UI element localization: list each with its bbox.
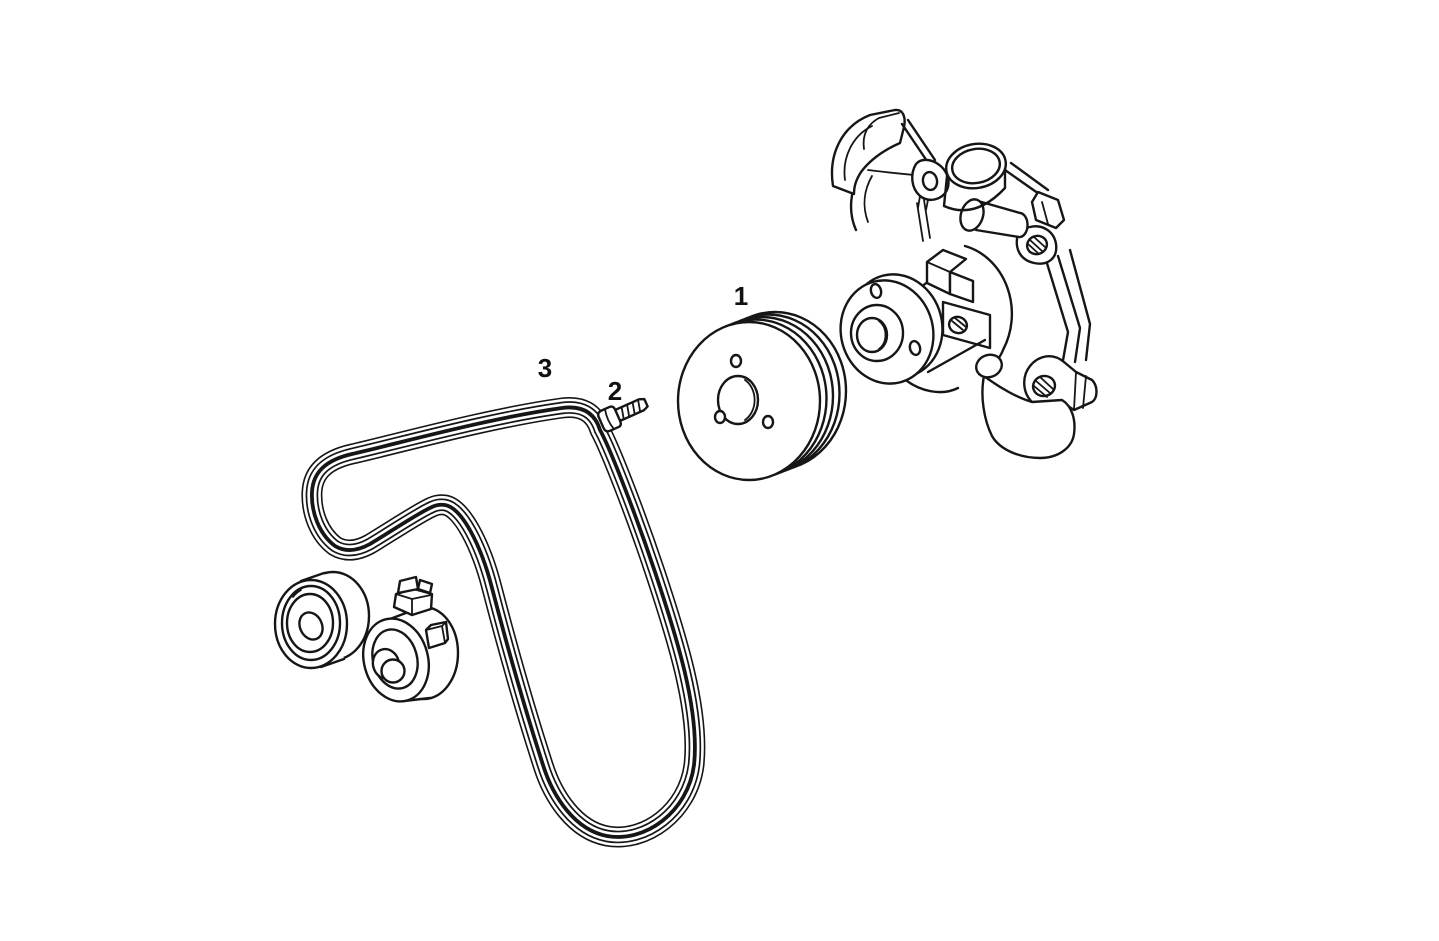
pulley-bolt-hole	[713, 409, 727, 425]
pulley-center-hole	[716, 374, 760, 426]
pump-hub-bore	[855, 316, 889, 354]
callout-label-2: 2	[607, 376, 623, 406]
tensioner-assembly-drawing	[273, 570, 460, 703]
pump-foot	[981, 374, 1076, 460]
bolt-head	[596, 405, 623, 433]
flange-hole	[869, 282, 883, 300]
pump-upper-boss	[1030, 190, 1066, 230]
pump-oval-boss	[975, 353, 1003, 379]
part-3-belt-drawing	[301, 396, 706, 848]
tensioner-notch	[424, 620, 450, 650]
idler-center-hole	[298, 611, 324, 641]
callout-label-3: 3	[537, 353, 553, 383]
pulley-bolt-hole	[729, 353, 743, 369]
callout-label-1: 1	[733, 281, 749, 311]
lug-hole	[921, 170, 939, 192]
part-1-pulley-drawing	[676, 310, 848, 482]
water-pump-assembly-drawing	[830, 108, 1098, 460]
pump-cylinder-boss	[974, 199, 1029, 239]
flange-hole	[908, 339, 922, 357]
tensioner-hub	[380, 658, 406, 684]
pulley-bolt-hole	[761, 414, 775, 430]
part-2-bolt-drawing	[596, 397, 649, 433]
